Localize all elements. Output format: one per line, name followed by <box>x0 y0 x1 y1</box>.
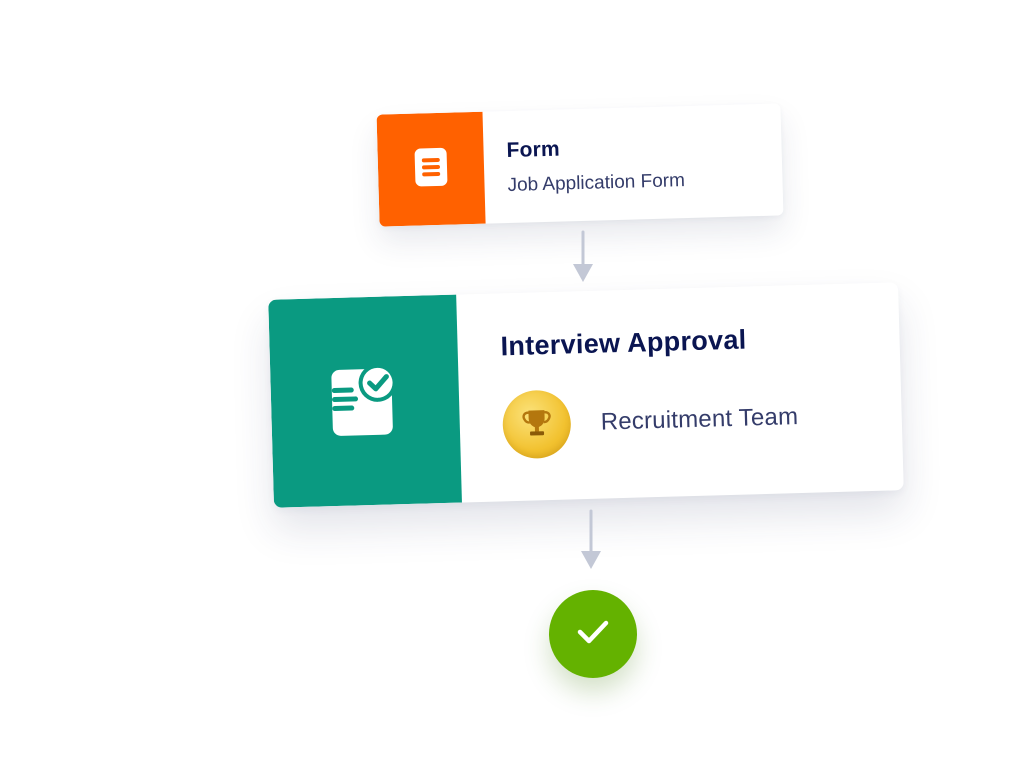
approval-document-check-icon <box>329 360 401 443</box>
connector-arrow-2 <box>581 509 601 569</box>
approval-assignee: Recruitment Team <box>501 383 799 460</box>
completed-end-node[interactable] <box>549 590 637 678</box>
approval-icon-panel <box>268 294 462 508</box>
connector-arrow-1 <box>573 230 593 282</box>
form-node-subtitle: Job Application Form <box>507 170 686 197</box>
form-icon-panel <box>376 111 486 227</box>
assignee-name: Recruitment Team <box>600 403 799 436</box>
form-document-icon <box>413 146 448 192</box>
approval-node-title: Interview Approval <box>500 324 747 362</box>
form-node-card[interactable]: Form Job Application Form <box>376 103 784 227</box>
form-node-title: Form <box>506 137 561 163</box>
trophy-icon <box>518 403 555 445</box>
approval-node-card[interactable]: Interview Approval Recruitment Team <box>268 282 904 508</box>
check-icon <box>575 617 611 652</box>
assignee-avatar <box>501 389 572 460</box>
form-node-text: Form Job Application Form <box>506 134 685 197</box>
